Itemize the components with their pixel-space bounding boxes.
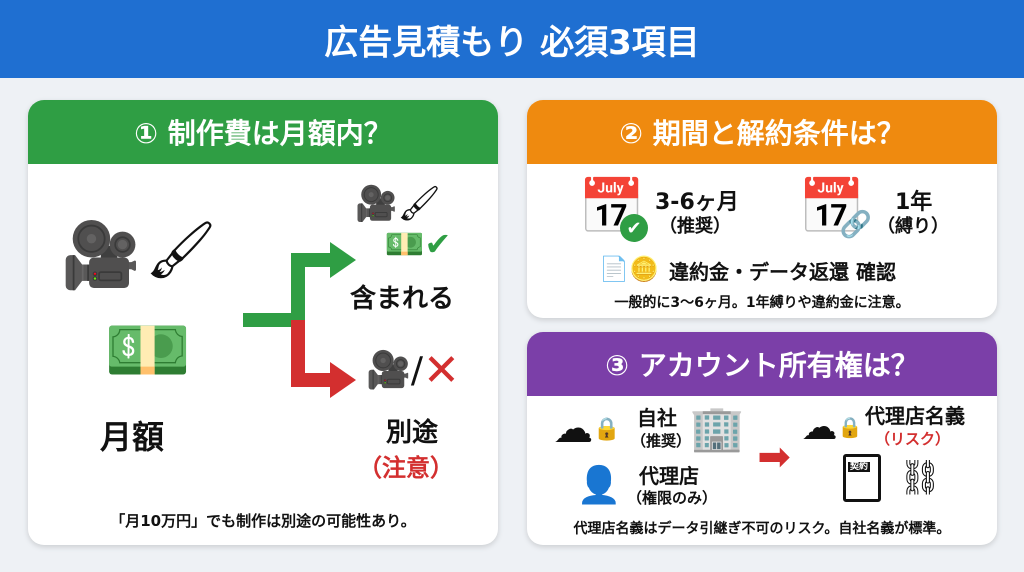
calendar-chain-icon: 📅🔗 [798,175,872,240]
separate-label: 別途 [386,418,439,448]
panel3-note: 代理店名義はデータ引継ぎ不可のリスク。自社名義が標準。 [573,521,951,537]
agency-label: 代理店 [639,464,699,488]
monthly-label: 月額 [100,418,165,456]
own-recommended: （推奨） [631,432,692,450]
camera-cross-icon: 🎥/✕ [366,344,460,396]
panel-heading: ① 制作費は月額内？ [28,100,498,164]
arrow-right-icon: ➡ [757,434,791,480]
risk-label: （リスク） [875,430,951,448]
camera-brush-icon: 🎥🖌 [355,184,441,224]
broken-link-icon: ⛓ [898,458,942,498]
agency-permission: （権限のみ） [627,489,718,507]
paintbrush-icon: 🖌 [145,218,217,283]
building-icon: 🏢 [689,403,745,454]
option-lock-in: （縛り） [877,216,949,237]
panel-account-ownership: ③ アカウント所有権は？ ☁🔒 自社 （推奨） 🏢 👤 代理店 （権限のみ） ➡… [527,332,997,545]
panel-heading: ③ アカウント所有権は？ [527,332,997,396]
option-recommended: （推奨） [659,216,731,237]
person-icon: 👤 [576,465,622,506]
agency-name-label: 代理店名義 [865,404,965,428]
panel2-note: 一般的に3〜6ヶ月。1年縛りや違約金に注意。 [614,295,910,311]
check-item: 違約金・データ返還 確認 [669,260,896,284]
included-label: 含まれる [350,284,455,314]
cloud-lock-icon: ☁🔒 [801,406,863,448]
option-1-year: 1年 [895,190,933,215]
page-title: 広告見積もり 必須3項目 [0,0,1024,78]
panel1-note: 「月10万円」でも制作は別途の可能性あり。 [110,512,416,530]
document-coins-icon: 📄🪙 [599,255,659,283]
contract-label: 契約 [848,462,871,472]
contract-icon: 契約 [843,454,881,502]
calendar-check-icon: 📅✔ [572,172,652,242]
option-3-6-months: 3-6ヶ月 [655,190,739,215]
money-stack-icon: 💵 [104,308,192,391]
own-company-label: 自社 [637,406,677,430]
cloud-lock-icon: ☁🔒 [553,406,621,452]
panel-production-cost: ① 制作費は月額内？ 🎥 🖌 💵 月額 🎥🖌 💵✔ 含まれる 🎥/✕ 別途 （注… [28,100,498,545]
video-camera-icon: 🎥 [61,218,141,293]
branch-arrows [243,242,356,398]
panel-heading: ② 期間と解約条件は？ [527,100,997,164]
panel-contract-period: ② 期間と解約条件は？ 📅✔ 3-6ヶ月 （推奨） 📅🔗 1年 （縛り） 📄🪙 … [527,100,997,318]
caution-label: （注意） [358,454,454,482]
money-check-icon: 💵✔ [384,225,452,263]
